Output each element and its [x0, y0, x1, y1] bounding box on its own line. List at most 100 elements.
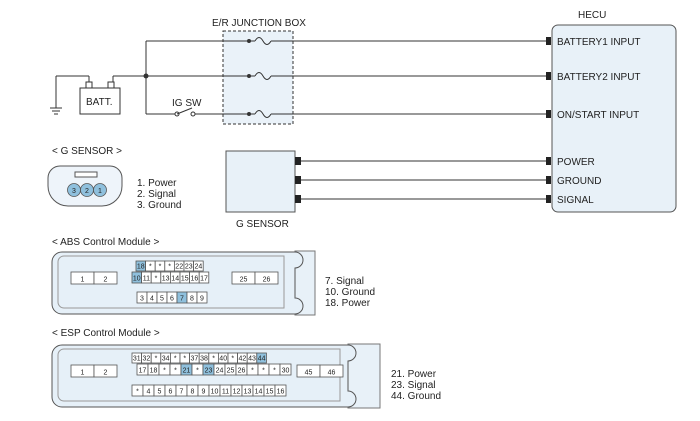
connector-pin-label: *: [262, 368, 265, 375]
abs-module-title: < ABS Control Module >: [52, 237, 159, 248]
connector-pin-label: 42: [239, 356, 247, 363]
connector-pin-label: *: [174, 356, 177, 363]
abs-legend-item: 10. Ground: [325, 287, 375, 298]
ig-switch-blade: [176, 107, 193, 115]
hecu-input-label: POWER: [557, 157, 595, 168]
connector-pin-label: 18: [137, 264, 145, 271]
connector-pin-label: *: [136, 389, 139, 396]
connector-pin-label: 18: [150, 368, 158, 375]
connector-pin-label: *: [196, 368, 199, 375]
connector-pin-label: 8: [191, 389, 195, 396]
connector-pin-label: 15: [181, 276, 189, 283]
esp-legend-item: 21. Power: [391, 369, 437, 380]
connector-pin-label: 23: [205, 368, 213, 375]
hecu-title: HECU: [578, 10, 606, 21]
connector-pin-label: *: [231, 356, 234, 363]
connector-pin-label: 5: [160, 296, 164, 303]
connector-pin-label: 15: [266, 389, 274, 396]
fuse-3: [254, 110, 272, 118]
connector-pin-label: 22: [175, 264, 183, 271]
hecu-terminal: [546, 195, 551, 203]
connector-pin-label: 11: [143, 276, 150, 283]
g-sensor-pin: [93, 183, 107, 197]
connector-pin-label: *: [163, 368, 166, 375]
connector-pin-label: 12: [233, 389, 241, 396]
esp-legend-item: 44. Ground: [391, 391, 441, 402]
connector-pin-label: 2: [104, 370, 108, 377]
connector-pin-label: 14: [171, 276, 179, 283]
g-sensor-pin-label: 3: [72, 188, 76, 195]
ig-switch-label: IG SW: [172, 98, 202, 109]
connector-pin-label: 46: [328, 370, 336, 377]
ig-switch-contact-b: [190, 111, 196, 117]
connector-pin-label: *: [155, 276, 158, 283]
connector-pin: [274, 384, 287, 397]
connector-pin-label: 13: [244, 389, 252, 396]
connector-pin: [193, 260, 204, 272]
connector-pin-label: 4: [150, 296, 154, 303]
connector-pin-label: 17: [200, 276, 208, 283]
connector-pin-label: 14: [255, 389, 263, 396]
fuse-2: [254, 72, 272, 80]
connector-pin-label: 6: [170, 296, 174, 303]
connector-pin-label: 7: [180, 389, 184, 396]
connector-pin: [196, 291, 208, 304]
connector-pin: [93, 271, 118, 285]
connector-pin-label: 24: [195, 264, 203, 271]
connector-pin-label: 1: [81, 277, 85, 284]
connector-pin-label: 26: [263, 277, 271, 284]
connector-pin-label: 45: [305, 370, 313, 377]
connector-pin-label: 10: [133, 276, 141, 283]
connector-pin-label: *: [174, 368, 177, 375]
connector-pin: [279, 363, 292, 376]
connector-pin-label: *: [212, 356, 215, 363]
connector-pin-label: 31: [133, 356, 141, 363]
connector-pin: [256, 352, 267, 364]
connector-pin-label: 26: [238, 368, 246, 375]
connector-pin-label: 17: [139, 368, 147, 375]
connector-pin: [198, 271, 210, 284]
connector-pin-label: 2: [104, 277, 108, 284]
connector-pin-label: 6: [169, 389, 173, 396]
g-sensor-box-label: G SENSOR: [236, 219, 289, 230]
connector-pin-label: *: [273, 368, 276, 375]
connector-pin-label: *: [159, 264, 162, 271]
connector-pin-label: 4: [147, 389, 151, 396]
abs-legend-item: 18. Power: [325, 298, 371, 309]
hecu-input-label: ON/START INPUT: [557, 110, 639, 121]
g-sensor-legend-item: 1. Power: [137, 178, 177, 189]
connector-pin-label: 11: [222, 389, 229, 396]
connector-pin-label: 8: [190, 296, 194, 303]
fuse-1: [254, 37, 272, 45]
junction-box-title: E/R JUNCTION BOX: [212, 18, 306, 29]
connector-pin-label: 25: [240, 277, 248, 284]
connector-pin: [93, 364, 118, 378]
connector-pin-label: 43: [248, 356, 256, 363]
hecu-box: [551, 24, 677, 213]
connector-pin-label: 44: [258, 356, 266, 363]
connector-pin-label: 16: [191, 276, 199, 283]
connector-pin-label: *: [168, 264, 171, 271]
g-sensor-legend-item: 2. Signal: [137, 189, 176, 200]
hecu-input-label: GROUND: [557, 176, 601, 187]
battery: [79, 87, 121, 115]
connector-pin-label: 5: [158, 389, 162, 396]
hecu-input-label: SIGNAL: [557, 195, 594, 206]
esp-legend-item: 23. Signal: [391, 380, 435, 391]
hecu-input-label: BATTERY2 INPUT: [557, 72, 641, 83]
connector-pin-label: 37: [191, 356, 199, 363]
connector-pin-label: 32: [143, 356, 151, 363]
connector-pin-label: 13: [162, 276, 170, 283]
connector-pin-label: 21: [183, 368, 191, 375]
connector-pin-label: 10: [211, 389, 219, 396]
connector-pin-label: 16: [277, 389, 285, 396]
hecu-terminal: [546, 110, 551, 118]
connector-pin-label: 40: [219, 356, 227, 363]
